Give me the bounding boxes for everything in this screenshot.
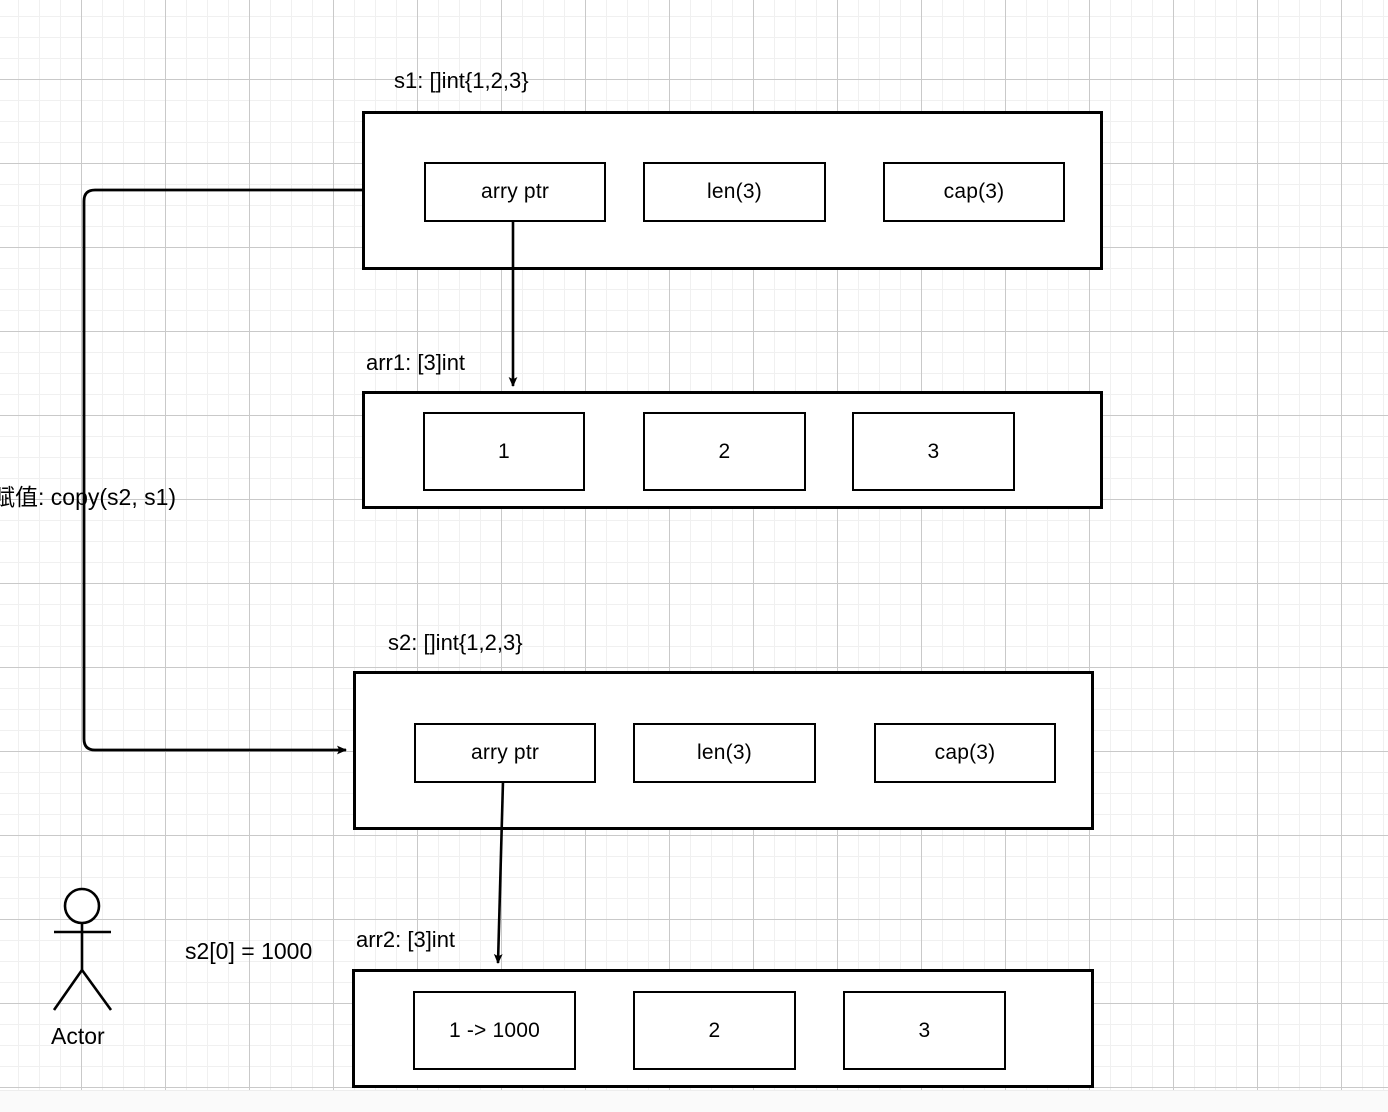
arr2-element-2[interactable]: 3 (843, 991, 1006, 1070)
s1-arry-ptr-cell[interactable]: arry ptr (424, 162, 606, 222)
assign-annotation-label: s2[0] = 1000 (185, 938, 313, 964)
arr2-title-label: arr2: [3]int (356, 927, 456, 952)
arr1-title-label: arr1: [3]int (366, 350, 466, 375)
arr1-element-0[interactable]: 1 (423, 412, 585, 491)
actor-label: Actor (51, 1023, 105, 1049)
s2-len-cell[interactable]: len(3) (633, 723, 816, 783)
arr1-element-2[interactable]: 3 (852, 412, 1015, 491)
arr2-element-1[interactable]: 2 (633, 991, 796, 1070)
s1-cap-cell[interactable]: cap(3) (883, 162, 1065, 222)
copy-annotation-label: 赋值: copy(s2, s1) (0, 484, 177, 510)
arr2-element-0[interactable]: 1 -> 1000 (413, 991, 576, 1070)
s1-slice-header-box: arry ptr len(3) cap(3) (362, 111, 1103, 270)
copy-connector-arrow (82, 188, 362, 755)
actor-icon (52, 887, 113, 1011)
arr2-array-box: 1 -> 1000 2 3 (352, 969, 1094, 1088)
arr1-element-1[interactable]: 2 (643, 412, 806, 491)
s2-cap-cell[interactable]: cap(3) (874, 723, 1056, 783)
s2-arry-ptr-cell[interactable]: arry ptr (414, 723, 596, 783)
footer-band (0, 1090, 1388, 1112)
arr1-array-box: 1 2 3 (362, 391, 1103, 509)
s2-slice-header-box: arry ptr len(3) cap(3) (353, 671, 1094, 830)
s2-title-label: s2: []int{1,2,3} (388, 630, 523, 655)
s1-title-label: s1: []int{1,2,3} (394, 68, 529, 93)
s1-len-cell[interactable]: len(3) (643, 162, 826, 222)
